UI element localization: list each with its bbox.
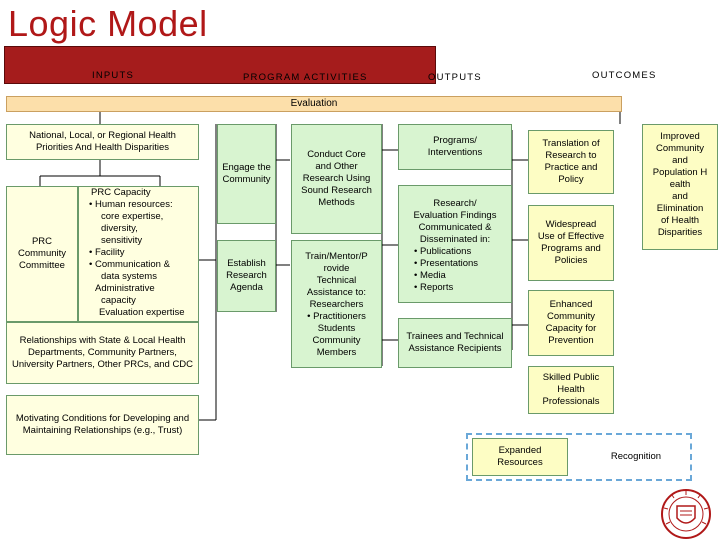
- capacity-line: • Facility: [89, 247, 125, 258]
- findings-item: • Publications: [414, 246, 472, 257]
- header-inputs: INPUTS: [92, 70, 135, 81]
- programs-interventions-text: Programs/ Interventions: [427, 135, 483, 158]
- train-line: Technical: [316, 275, 357, 286]
- page-title: Logic Model: [8, 3, 208, 44]
- university-seal-icon: [661, 489, 711, 539]
- expanded-resources-text: Expanded Resources: [497, 445, 543, 468]
- enhanced-capacity-text: Enhanced Community Capacity for Preventi…: [545, 299, 597, 346]
- header-activities: PROGRAM ACTIVITIES: [243, 72, 368, 83]
- recognition-box: Recognition: [586, 438, 686, 476]
- findings-line: Communicated &: [418, 222, 492, 233]
- expanded-resources-box: Expanded Resources: [472, 438, 568, 476]
- findings-line: Research/: [433, 198, 477, 209]
- widespread-box: Widespread Use of Effective Programs and…: [528, 205, 614, 281]
- recognition-text: Recognition: [610, 451, 662, 462]
- motivating-conditions-box: Motivating Conditions for Developing and…: [6, 395, 199, 455]
- capacity-line: sensitivity: [101, 235, 143, 246]
- trainees-box: Trainees and Technical Assistance Recipi…: [398, 318, 512, 368]
- committee-box: PRC Community Committee: [6, 186, 78, 322]
- train-line: Members: [316, 347, 357, 358]
- improved-line: and: [672, 191, 688, 202]
- health-priorities-text: National, Local, or Regional Health Prio…: [29, 130, 176, 153]
- capacity-line: • Human resources:: [89, 199, 173, 210]
- evaluation-bar: Evaluation: [6, 96, 622, 112]
- enhanced-capacity-box: Enhanced Community Capacity for Preventi…: [528, 290, 614, 356]
- programs-interventions-box: Programs/ Interventions: [398, 124, 512, 170]
- header-banner: [4, 46, 436, 84]
- prc-capacity-box: PRC Capacity • Human resources: core exp…: [78, 186, 199, 322]
- engage-community-box: Engage the Community: [217, 124, 276, 224]
- findings-item: • Media: [414, 270, 446, 281]
- train-line: Assistance to:: [306, 287, 367, 298]
- improved-line: and: [672, 155, 688, 166]
- improved-line: Population H: [652, 167, 708, 178]
- capacity-line: PRC Capacity: [91, 187, 151, 198]
- relationships-box: Relationships with State & Local Health …: [6, 322, 199, 384]
- engage-community-text: Engage the Community: [222, 162, 271, 185]
- improved-line: Improved: [660, 131, 700, 142]
- improved-health-box: Improved Community and Population H ealt…: [642, 124, 718, 250]
- improved-line: of Health: [660, 215, 700, 226]
- relationships-text: Relationships with State & Local Health …: [11, 335, 194, 370]
- widespread-text: Widespread Use of Effective Programs and…: [537, 219, 605, 266]
- train-line: Researchers: [309, 299, 364, 310]
- capacity-line: Evaluation expertise: [99, 307, 185, 318]
- conduct-research-text: Conduct Core and Other Research Using So…: [301, 149, 372, 208]
- header-outputs: OUTPUTS: [428, 72, 482, 83]
- skilled-professionals-box: Skilled Public Health Professionals: [528, 366, 614, 414]
- research-agenda-box: Establish Research Agenda: [217, 240, 276, 312]
- capacity-line: Administrative: [95, 283, 155, 294]
- health-priorities-box: National, Local, or Regional Health Prio…: [6, 124, 199, 160]
- translation-text: Translation of Research to Practice and …: [542, 138, 600, 185]
- findings-line: Evaluation Findings: [413, 210, 497, 221]
- capacity-line: diversity,: [101, 223, 138, 234]
- findings-item: • Reports: [414, 282, 454, 293]
- train-mentor-box: Train/Mentor/P rovide Technical Assistan…: [291, 240, 382, 368]
- committee-text: PRC Community Committee: [17, 236, 67, 271]
- improved-line: Elimination: [656, 203, 704, 214]
- motivating-conditions-text: Motivating Conditions for Developing and…: [15, 413, 190, 436]
- improved-line: ealth: [669, 179, 691, 190]
- capacity-line: capacity: [101, 295, 136, 306]
- improved-line: Community: [655, 143, 705, 154]
- findings-box: Research/ Evaluation Findings Communicat…: [398, 185, 512, 303]
- train-line: Community: [312, 335, 361, 346]
- train-line: • Practitioners: [307, 311, 366, 322]
- capacity-line: data systems: [101, 271, 157, 282]
- translation-box: Translation of Research to Practice and …: [528, 130, 614, 194]
- capacity-line: core expertise,: [101, 211, 164, 222]
- train-line: Train/Mentor/P: [305, 251, 368, 262]
- findings-item: • Presentations: [414, 258, 479, 269]
- findings-line: Disseminated in:: [419, 234, 491, 245]
- train-line: Students: [317, 323, 356, 334]
- trainees-text: Trainees and Technical Assistance Recipi…: [406, 331, 504, 354]
- capacity-line: • Communication &: [89, 259, 170, 270]
- skilled-professionals-text: Skilled Public Health Professionals: [542, 372, 600, 407]
- train-line: rovide: [323, 263, 350, 274]
- conduct-research-box: Conduct Core and Other Research Using So…: [291, 124, 382, 234]
- research-agenda-text: Establish Research Agenda: [226, 258, 267, 293]
- header-outcomes: OUTCOMES: [592, 70, 657, 81]
- improved-line: Disparities: [657, 227, 703, 238]
